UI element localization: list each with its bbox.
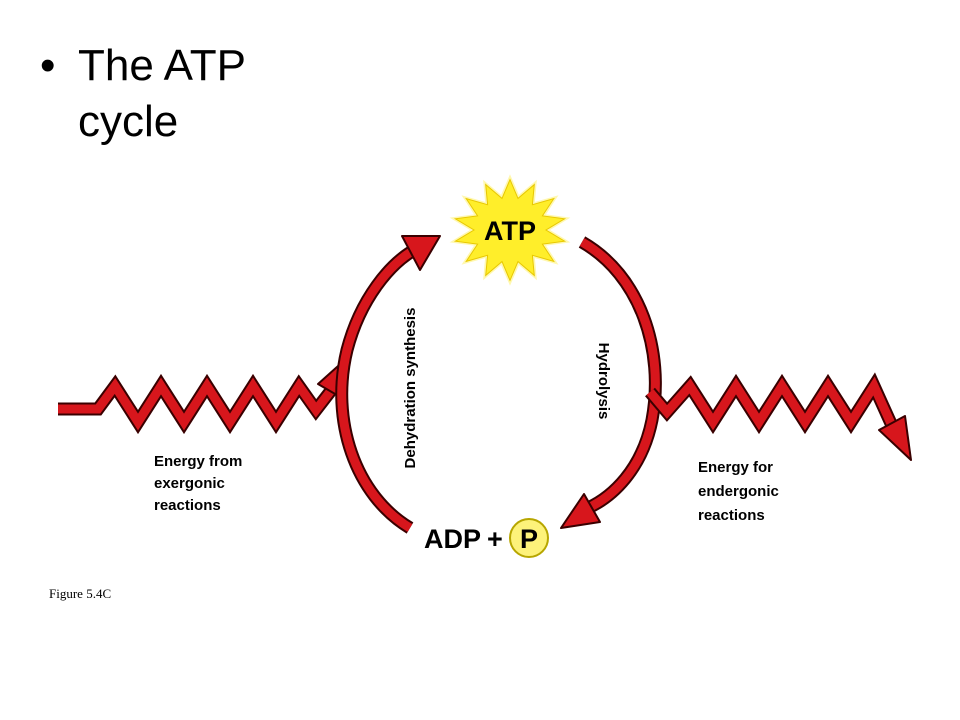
adp-label: ADP (424, 524, 481, 554)
input-energy-text: Energy from exergonic reactions (154, 453, 242, 514)
dehydration-synthesis-label: Dehydration synthesis (402, 308, 419, 469)
atp-starburst: ATP (449, 174, 571, 286)
atp-label: ATP (484, 216, 536, 246)
input-energy-line-1: Energy from (154, 453, 242, 470)
output-energy-line-2: endergonic (698, 483, 779, 500)
title-line-2: cycle (78, 97, 179, 146)
input-energy-arrow (58, 357, 348, 435)
input-energy-line-3: reactions (154, 497, 221, 514)
title-text: The ATP cycle (78, 38, 278, 150)
title-bullet: • (40, 41, 56, 90)
hydrolysis-label: Hydrolysis (595, 343, 612, 420)
phosphate-label: P (520, 524, 538, 554)
output-energy-arrow (645, 372, 912, 461)
input-energy-line-2: exergonic (154, 475, 225, 492)
adp-plus-phosphate: ADP + P (424, 518, 549, 558)
title-line-1: The ATP (78, 41, 246, 90)
output-energy-line-3: reactions (698, 507, 765, 524)
output-energy-text: Energy for endergonic reactions (698, 459, 779, 524)
phosphate-circle (509, 518, 549, 558)
dehydration-synthesis-arc (335, 235, 441, 534)
plus-sign: + (487, 524, 503, 554)
figure-caption: Figure 5.4C (49, 586, 112, 601)
output-energy-line-1: Energy for (698, 459, 773, 476)
